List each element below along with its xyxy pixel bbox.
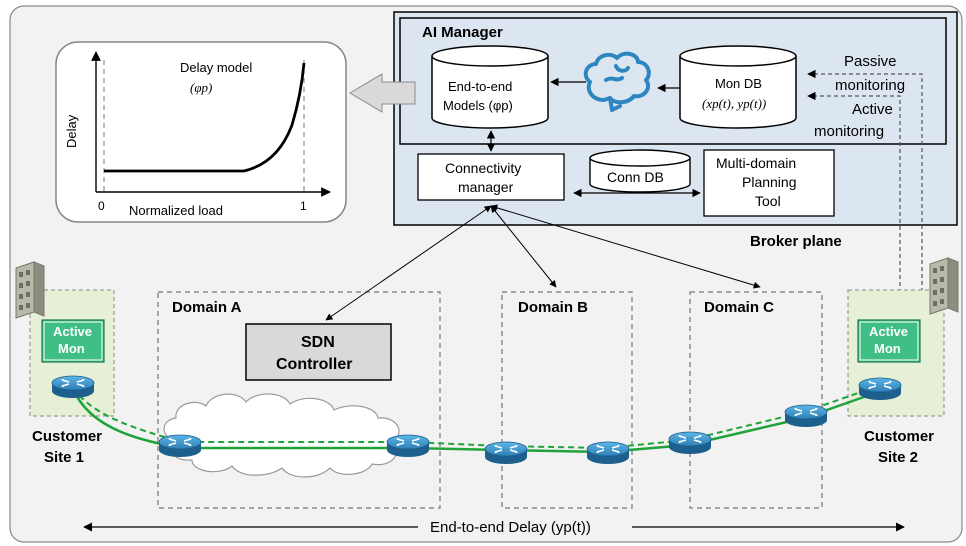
- delay-model-symbol: (φp): [190, 80, 212, 95]
- passive-monitoring-line2: monitoring: [835, 77, 905, 94]
- planning-tool-line2: Planning: [742, 174, 797, 190]
- passive-monitoring-line1: Passive: [844, 53, 897, 70]
- mon-database-icon: [679, 45, 797, 129]
- delay-axis-label: Delay: [64, 114, 79, 148]
- conn-database-icon: [589, 149, 691, 193]
- sdn-controller-line2: Controller: [276, 356, 352, 373]
- broker-plane-label: Broker plane: [750, 233, 842, 250]
- delay-model-panel: [55, 41, 347, 223]
- models-database-icon: [431, 45, 549, 129]
- mon-db-vars: (xp(t), yp(t)): [702, 96, 766, 111]
- models-db-line2: Models (φp): [443, 98, 513, 113]
- active-mon-site2-inner: [859, 321, 919, 361]
- router-icon-domain-c-1: [668, 431, 712, 455]
- model-export-arrow: [349, 73, 416, 113]
- active-mon-site1-inner: [43, 321, 103, 361]
- conn-to-domain-c-arrow: [490, 204, 761, 289]
- building-icon-site2: [929, 257, 959, 315]
- load-tick-one: 1: [300, 199, 307, 213]
- sdn-controller-box: [245, 323, 392, 381]
- active-mon-site2: [857, 319, 921, 363]
- router-icon-domain-b-2: [586, 441, 630, 465]
- active-monitoring-line1: Active: [852, 101, 893, 118]
- sdn-controller-line1: SDN: [301, 334, 335, 351]
- customer-site-2-line1: Customer: [864, 428, 934, 445]
- domain-a-box: [157, 291, 441, 509]
- planning-tool-line3: Tool: [755, 193, 781, 209]
- domain-b-label: Domain B: [518, 299, 588, 316]
- conn-db-label: Conn DB: [607, 169, 664, 185]
- planning-tool-line1: Multi-domain: [716, 155, 796, 171]
- e2e-delay-label: End-to-end Delay (yp(t)): [430, 519, 591, 536]
- active-mon-site1: [41, 319, 105, 363]
- passive-monitoring-feed: [807, 69, 923, 381]
- router-icon-domain-a-2: [386, 434, 430, 458]
- connectivity-manager-box: [417, 153, 565, 201]
- delay-curve: [104, 62, 306, 173]
- domain-c-label: Domain C: [704, 299, 774, 316]
- domain-a-label: Domain A: [172, 299, 242, 316]
- building-icon-site1: [15, 261, 45, 319]
- router-icon-site2: [858, 377, 902, 401]
- router-icon-domain-c-2: [784, 404, 828, 428]
- load-tick-zero: 0: [98, 199, 105, 213]
- active-mon-site2-line1: Active: [869, 324, 908, 339]
- active-monitoring-line2: monitoring: [814, 123, 884, 140]
- models-db-line1: End-to-end: [448, 79, 512, 94]
- router-icon-domain-b-1: [484, 441, 528, 465]
- cloud-icon: [163, 393, 400, 478]
- active-mon-site2-line2: Mon: [874, 341, 901, 356]
- probe-path: [72, 385, 879, 450]
- customer-site-2-line2: Site 2: [878, 449, 918, 466]
- active-mon-site1-line2: Mon: [58, 341, 85, 356]
- router-icon-site1: [51, 375, 95, 399]
- customer-site-1-line1: Customer: [32, 428, 102, 445]
- connectivity-manager-line2: manager: [458, 179, 514, 195]
- domain-c-box: [689, 291, 823, 509]
- data-path: [71, 387, 879, 454]
- mon-db-title: Mon DB: [715, 76, 762, 91]
- domain-b-box: [501, 291, 633, 509]
- conn-to-sdn-arrow: [325, 205, 492, 321]
- connectivity-manager-line1: Connectivity: [445, 160, 521, 176]
- ai-manager-title: AI Manager: [422, 24, 503, 41]
- router-icon-domain-a-1: [158, 434, 202, 458]
- customer-site-1-line2: Site 1: [44, 449, 84, 466]
- delay-model-title: Delay model: [180, 60, 252, 75]
- active-mon-site1-line1: Active: [53, 324, 92, 339]
- load-axis-label: Normalized load: [129, 203, 223, 218]
- brain-icon: [583, 51, 651, 112]
